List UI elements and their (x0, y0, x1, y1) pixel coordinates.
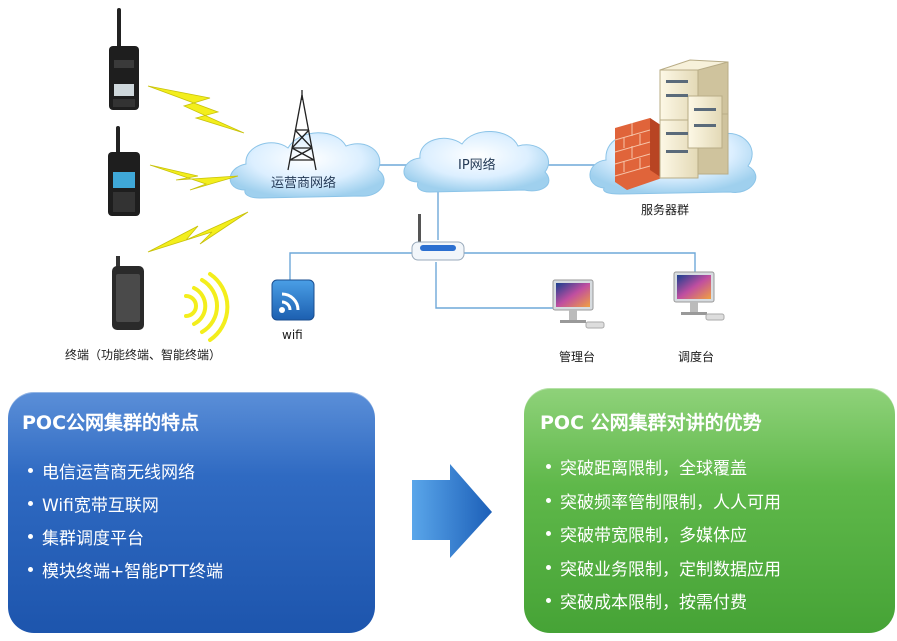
smart-terminal-icon (112, 256, 144, 330)
transition-arrow (412, 464, 492, 558)
advantages-title: POC 公网集群对讲的优势 (540, 412, 762, 434)
wifi-icon (271, 279, 315, 321)
advantages-list: 突破距离限制，全球覆盖 突破频率管制限制，人人可用 突破带宽限制，多媒体应 突破… (546, 450, 781, 618)
bullet-icon (28, 501, 33, 506)
server-rack-icon (659, 59, 729, 179)
features-panel: POC公网集群的特点 电信运营商无线网络 Wifi宽带互联网 集群调度平台 模块… (8, 392, 375, 633)
bullet-icon (546, 564, 551, 570)
list-item: 突破带宽限制，多媒体应 (546, 517, 781, 551)
wireless-signal-icon (184, 272, 230, 342)
smart-radio-icon (108, 126, 140, 216)
features-list: 电信运营商无线网络 Wifi宽带互联网 集群调度平台 模块终端+智能PTT终端 (28, 454, 223, 586)
list-item: 突破成本限制，按需付费 (546, 584, 781, 618)
firewall-icon (614, 118, 662, 190)
walkie-talkie-icon (109, 8, 139, 110)
list-item: 模块终端+智能PTT终端 (28, 553, 223, 586)
list-item-label: 突破距离限制，全球覆盖 (560, 459, 747, 480)
list-item-label: 模块终端+智能PTT终端 (42, 562, 223, 582)
ip-network-cloud (403, 131, 550, 193)
list-item-label: 突破业务限制，定制数据应用 (560, 559, 781, 580)
ip-network-label: IP网络 (458, 158, 496, 173)
carrier-network-cloud (229, 132, 385, 199)
bullet-icon (546, 497, 551, 503)
list-item-label: Wifi宽带互联网 (42, 496, 159, 516)
list-item: 突破距离限制，全球覆盖 (546, 450, 781, 484)
list-item: 电信运营商无线网络 (28, 454, 223, 487)
wifi-label: wifi (282, 328, 303, 342)
features-title: POC公网集群的特点 (22, 412, 200, 434)
list-item-label: 突破带宽限制，多媒体应 (560, 526, 747, 547)
bullet-icon (28, 534, 33, 539)
bullet-icon (28, 468, 33, 473)
bullet-icon (28, 567, 33, 572)
list-item: 突破频率管制限制，人人可用 (546, 484, 781, 518)
carrier-network-label: 运营商网络 (271, 176, 337, 191)
router-icon (411, 214, 465, 261)
bullet-icon (546, 531, 551, 537)
server-group-label: 服务器群 (641, 203, 690, 217)
list-item: 突破业务限制，定制数据应用 (546, 551, 781, 585)
advantages-panel: POC 公网集群对讲的优势 突破距离限制，全球覆盖 突破频率管制限制，人人可用 … (524, 388, 895, 633)
management-console-label: 管理台 (559, 350, 596, 364)
bullet-icon (546, 464, 551, 470)
list-item: 集群调度平台 (28, 520, 223, 553)
list-item-label: 突破频率管制限制，人人可用 (560, 492, 781, 513)
list-item-label: 电信运营商无线网络 (42, 463, 195, 483)
radio-tower-icon (287, 90, 317, 171)
management-console-icon (552, 279, 605, 329)
dispatch-console-icon (673, 271, 725, 321)
list-item-label: 集群调度平台 (42, 529, 144, 549)
lightning-bolt-icons (147, 85, 249, 253)
list-item-label: 突破成本限制，按需付费 (560, 593, 747, 614)
terminals-label: 终端（功能终端、智能终端） (65, 348, 222, 362)
bullet-icon (546, 598, 551, 604)
list-item: Wifi宽带互联网 (28, 487, 223, 520)
dispatch-console-label: 调度台 (678, 350, 715, 364)
